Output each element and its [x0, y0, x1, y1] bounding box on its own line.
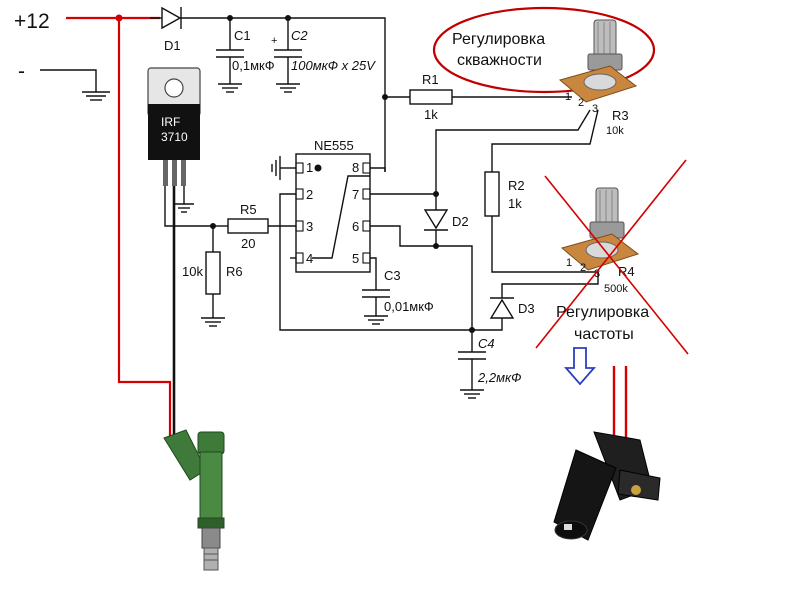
pin-5: 5: [352, 251, 359, 266]
r5-value: 20: [241, 236, 255, 251]
capacitor-c1: [216, 18, 244, 93]
r1-label: R1: [422, 72, 439, 87]
pin-2: 2: [306, 187, 313, 202]
down-arrow-icon: [564, 347, 596, 386]
r3-pin3: 3: [592, 103, 598, 115]
r5-label: R5: [240, 202, 257, 217]
resistor-r5: [227, 218, 269, 234]
r4-pin1: 1: [566, 257, 572, 269]
r2-label: R2: [508, 178, 525, 193]
capacitor-c4: [458, 330, 486, 399]
c4-label: C4: [478, 336, 495, 351]
pin-4: 4: [306, 251, 313, 266]
r4-pin3: 3: [594, 268, 600, 280]
ic-ne555: [295, 153, 371, 273]
potentiometer-r4: [560, 187, 640, 271]
c1-label: C1: [234, 28, 251, 43]
plus12-label: +12: [14, 10, 50, 33]
freq-note-line2: частоты: [574, 326, 634, 343]
r3-value: 10k: [606, 125, 624, 137]
r3-label: R3: [612, 108, 629, 123]
source-ground: [174, 186, 194, 213]
r3-pin1: 1: [565, 91, 571, 103]
duty-note-line1: Регулировка: [452, 31, 545, 48]
freq-note-line1: Регулировка: [556, 304, 649, 321]
fuel-injector: [163, 429, 225, 571]
mosfet-model: 3710: [161, 130, 188, 144]
c4-value: 2,2мкФ: [477, 370, 521, 385]
minus-label: -: [18, 60, 25, 83]
mosfet-irf3710: [147, 67, 201, 186]
capacitor-c3: [362, 257, 390, 325]
diode-d2: [423, 194, 449, 246]
pin-7: 7: [352, 187, 359, 202]
diode-d1: [150, 6, 182, 30]
pin-1: 1: [306, 160, 313, 175]
threshold-wire: [370, 225, 473, 330]
power-rail-positive: [66, 14, 172, 445]
resistor-r1: [409, 89, 453, 105]
c2-plus: +: [271, 35, 277, 47]
mosfet-brand: IRF: [161, 115, 180, 129]
c3-value: 0,01мкФ: [384, 299, 434, 314]
r2-value: 1k: [508, 196, 522, 211]
duty-highlight-ellipse: [432, 6, 656, 94]
vcc-rail: [181, 17, 386, 172]
r6-ground: [201, 294, 225, 327]
c3-label: C3: [384, 268, 401, 283]
r1-value: 1k: [424, 107, 438, 122]
r6-value: 10k: [182, 264, 203, 279]
r6-label: R6: [226, 264, 243, 279]
d2-label: D2: [452, 214, 469, 229]
cross-out-mark: [535, 159, 689, 355]
c2-label: C2: [291, 28, 308, 43]
duty-note-line2: скважности: [457, 52, 542, 69]
ic-label: NE555: [314, 138, 354, 153]
potentiometer-r3: [558, 19, 638, 103]
d3-label: D3: [518, 301, 535, 316]
r3-pin2: 2: [578, 97, 584, 109]
r4-label: R4: [618, 264, 635, 279]
c1-value: 0,1мкФ: [232, 58, 275, 73]
r4-pin2: 2: [580, 262, 586, 274]
duty-wiper-wire: [435, 109, 591, 194]
capacitor-c2: [274, 18, 302, 93]
resistor-r6: [205, 251, 221, 295]
r4-value: 500k: [604, 283, 628, 295]
ic-ground: [271, 156, 296, 180]
trigger-wire: [279, 193, 472, 331]
pin-8: 8: [352, 160, 359, 175]
pin-3: 3: [306, 219, 313, 234]
power-rail-negative: [40, 69, 110, 101]
diode-d3: [472, 272, 599, 331]
sensor-device: [553, 366, 661, 541]
pin-6: 6: [352, 219, 359, 234]
d1-label: D1: [164, 38, 181, 53]
c2-value: 100мкФ x 25V: [291, 58, 376, 73]
gate-wire: [164, 186, 215, 227]
resistor-r2: [484, 171, 500, 217]
